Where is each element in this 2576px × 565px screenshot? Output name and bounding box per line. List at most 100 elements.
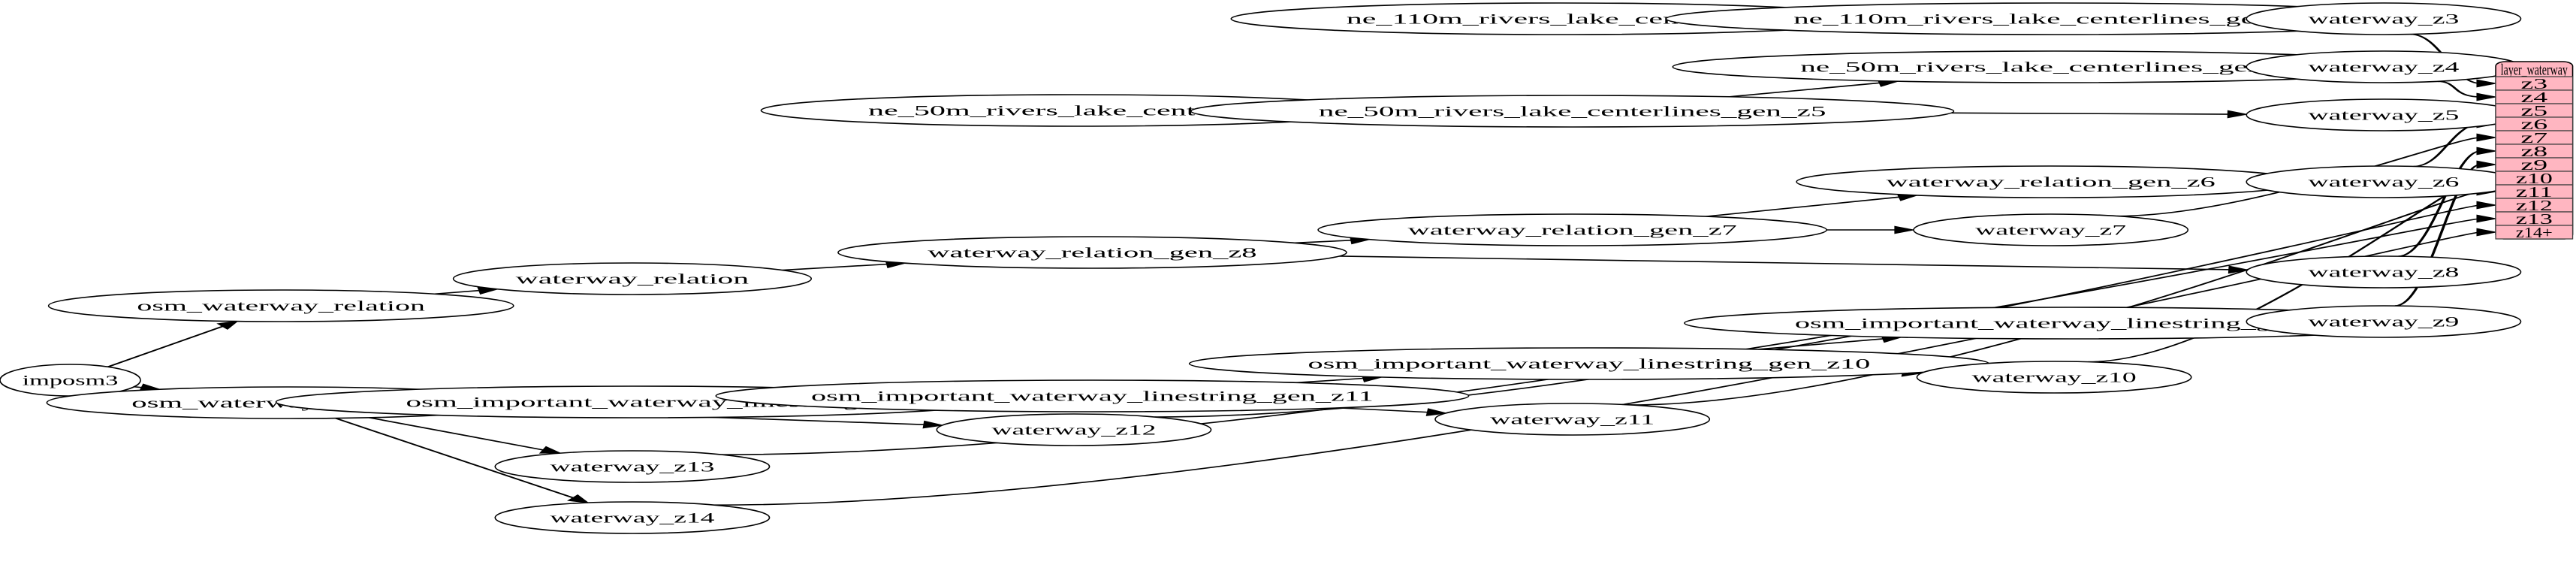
graph-edge [369, 417, 547, 452]
node-shape [1917, 361, 2191, 393]
graph-edge [1296, 377, 1368, 384]
graph-node-waterway_z5[interactable]: waterway_z5 [2246, 99, 2520, 131]
node-label: waterway_z9 [2308, 314, 2459, 330]
layer-table-row-label-z13: z13 [2516, 210, 2553, 227]
node-label: waterway_relation [516, 271, 749, 287]
node-shape [1318, 214, 1826, 246]
node-label: ne_110m_rivers_lake_centerlines_gen_z3 [1793, 11, 2315, 27]
layer-waterway-table: layer_waterwayz3z4z5z6z7z8z9z10z11z12z13… [2496, 61, 2572, 241]
edge-arrowhead [538, 446, 563, 454]
node-label: ne_110m_rivers_lake_centerlines [1347, 11, 1772, 27]
layer-table-row-label-z10: z10 [2516, 170, 2553, 186]
graph-edge [2437, 80, 2481, 98]
layer-table-row-label-z11: z11 [2516, 183, 2553, 200]
graph-node-ne_50m_rivers_lake_centerlines_gen_z4[interactable]: ne_50m_rivers_lake_centerlines_gen_z4 [1673, 51, 2436, 83]
node-label: waterway_z3 [2308, 11, 2459, 27]
graph-edge [1338, 407, 1431, 413]
graph-edge [434, 289, 483, 295]
graph-node-ne_50m_rivers_lake_centerlines_gen_z5[interactable]: ne_50m_rivers_lake_centerlines_gen_z5 [1191, 95, 1954, 127]
layer-table-row-label-z12: z12 [2516, 197, 2553, 213]
graph-edge [334, 417, 577, 500]
graph-node-waterway_relation_gen_z8[interactable]: waterway_relation_gen_z8 [838, 237, 1347, 268]
edge-arrowhead [2476, 79, 2498, 88]
node-label: ne_50m_rivers_lake_centerlines_gen_z4 [1800, 59, 2308, 75]
graph-node-waterway_z10[interactable]: waterway_z10 [1917, 361, 2191, 393]
node-label: waterway_relation_gen_z6 [1886, 174, 2215, 190]
node-shape [495, 451, 769, 482]
node-shape [49, 290, 514, 322]
node-shape [1914, 214, 2188, 246]
node-shape [937, 414, 1211, 446]
graph-node-waterway_z12[interactable]: waterway_z12 [937, 414, 1211, 446]
graph-node-osm_waterway_relation[interactable]: osm_waterway_relation [49, 290, 514, 322]
graph-node-waterway_z11[interactable]: waterway_z11 [1435, 403, 1709, 435]
graph-node-waterway_z14[interactable]: waterway_z14 [495, 502, 769, 533]
edge-arrowhead [2476, 201, 2498, 210]
node-label: imposm3 [23, 373, 119, 388]
node-label: waterway_z11 [1490, 412, 1654, 428]
edge-arrowhead [922, 420, 945, 429]
node-label: osm_waterway_relation [137, 298, 425, 314]
node-label: waterway_z8 [2308, 264, 2459, 280]
edge-arrowhead [2476, 214, 2498, 223]
graph-node-waterway_z13[interactable]: waterway_z13 [495, 451, 769, 482]
edge-arrowhead [2476, 133, 2498, 142]
graph-node-waterway_z4[interactable]: waterway_z4 [2246, 51, 2520, 83]
node-shape [1435, 403, 1709, 435]
graph-edge [1295, 239, 1355, 244]
node-shape [716, 380, 1468, 412]
layer-table-row-z14+[interactable] [2496, 225, 2572, 239]
layer-table-row-label-z5: z5 [2521, 102, 2548, 119]
graph-node-waterway_relation_gen_z6[interactable]: waterway_relation_gen_z6 [1796, 166, 2305, 198]
graph-node-waterway_relation_gen_z7[interactable]: waterway_relation_gen_z7 [1318, 214, 1826, 246]
graph-node-osm_important_waterway_linestring_gen_z10[interactable]: osm_important_waterway_linestring_gen_z1… [1190, 348, 1989, 379]
layer-table-row-label-z9: z9 [2521, 156, 2548, 173]
node-label: osm_important_waterway_linestring_gen_z1… [1308, 356, 1871, 372]
graph-node-waterway_z3[interactable]: waterway_z3 [2246, 3, 2520, 35]
node-label: ne_50m_rivers_lake_centerlines [868, 103, 1280, 119]
node-shape [454, 263, 812, 295]
graph-node-osm_important_waterway_linestring_gen_z11[interactable]: osm_important_waterway_linestring_gen_z1… [716, 380, 1468, 412]
node-label: waterway_z14 [550, 510, 714, 526]
graph-edge [107, 325, 227, 367]
graph-edge [1757, 337, 1887, 350]
node-label: ne_50m_rivers_lake_centerlines_gen_z5 [1319, 104, 1826, 119]
node-label: waterway_z5 [2308, 107, 2459, 123]
graph-edge [1706, 196, 1903, 217]
edge-arrowhead [2228, 265, 2250, 274]
graph-node-waterway_relation[interactable]: waterway_relation [454, 263, 812, 295]
node-shape [2246, 3, 2520, 35]
graph-edge [1630, 191, 2481, 406]
node-label: osm_important_waterway_linestring_gen_z1… [811, 388, 1374, 404]
layer-table-row-label-z4: z4 [2521, 89, 2548, 105]
graph-node-waterway_z9[interactable]: waterway_z9 [2246, 306, 2520, 337]
edge-arrowhead [2476, 147, 2498, 156]
node-label: waterway_relation_gen_z8 [928, 245, 1256, 261]
graph-node-waterway_z7[interactable]: waterway_z7 [1914, 214, 2188, 246]
node-shape [838, 237, 1347, 268]
node-shape [2246, 256, 2520, 288]
node-label: waterway_z10 [1972, 370, 2137, 385]
node-label: waterway_z6 [2308, 174, 2459, 190]
node-shape [1191, 95, 1954, 127]
graph-node-waterway_z6[interactable]: waterway_z6 [2246, 166, 2520, 198]
node-label: waterway_z7 [1975, 222, 2126, 238]
node-label: waterway_z4 [2308, 59, 2459, 75]
graph-edge [1339, 255, 2233, 270]
graph-edge [782, 263, 891, 271]
layer-table-header: layer_waterway [2501, 61, 2568, 78]
graph-node-ne_110m_rivers_lake_centerlines_gen_z3[interactable]: ne_110m_rivers_lake_centerlines_gen_z3 [1666, 3, 2442, 35]
edge-arrowhead [2476, 160, 2498, 169]
node-shape [2246, 306, 2520, 337]
edge-arrowhead [2476, 228, 2498, 237]
node-label: waterway_z12 [991, 422, 1156, 438]
edge-arrowhead [2476, 92, 2498, 101]
graph-node-waterway_z8[interactable]: waterway_z8 [2246, 256, 2520, 288]
layer-table-row-label-z7: z7 [2521, 129, 2548, 146]
node-label: osm_important_waterway_linestring_gen_z9 [1795, 316, 2344, 331]
edge-arrowhead [566, 494, 590, 503]
nodes-layer: imposm3osm_waterway_relationosm_waterway… [0, 3, 2521, 533]
edge-arrowhead [1894, 225, 1916, 234]
